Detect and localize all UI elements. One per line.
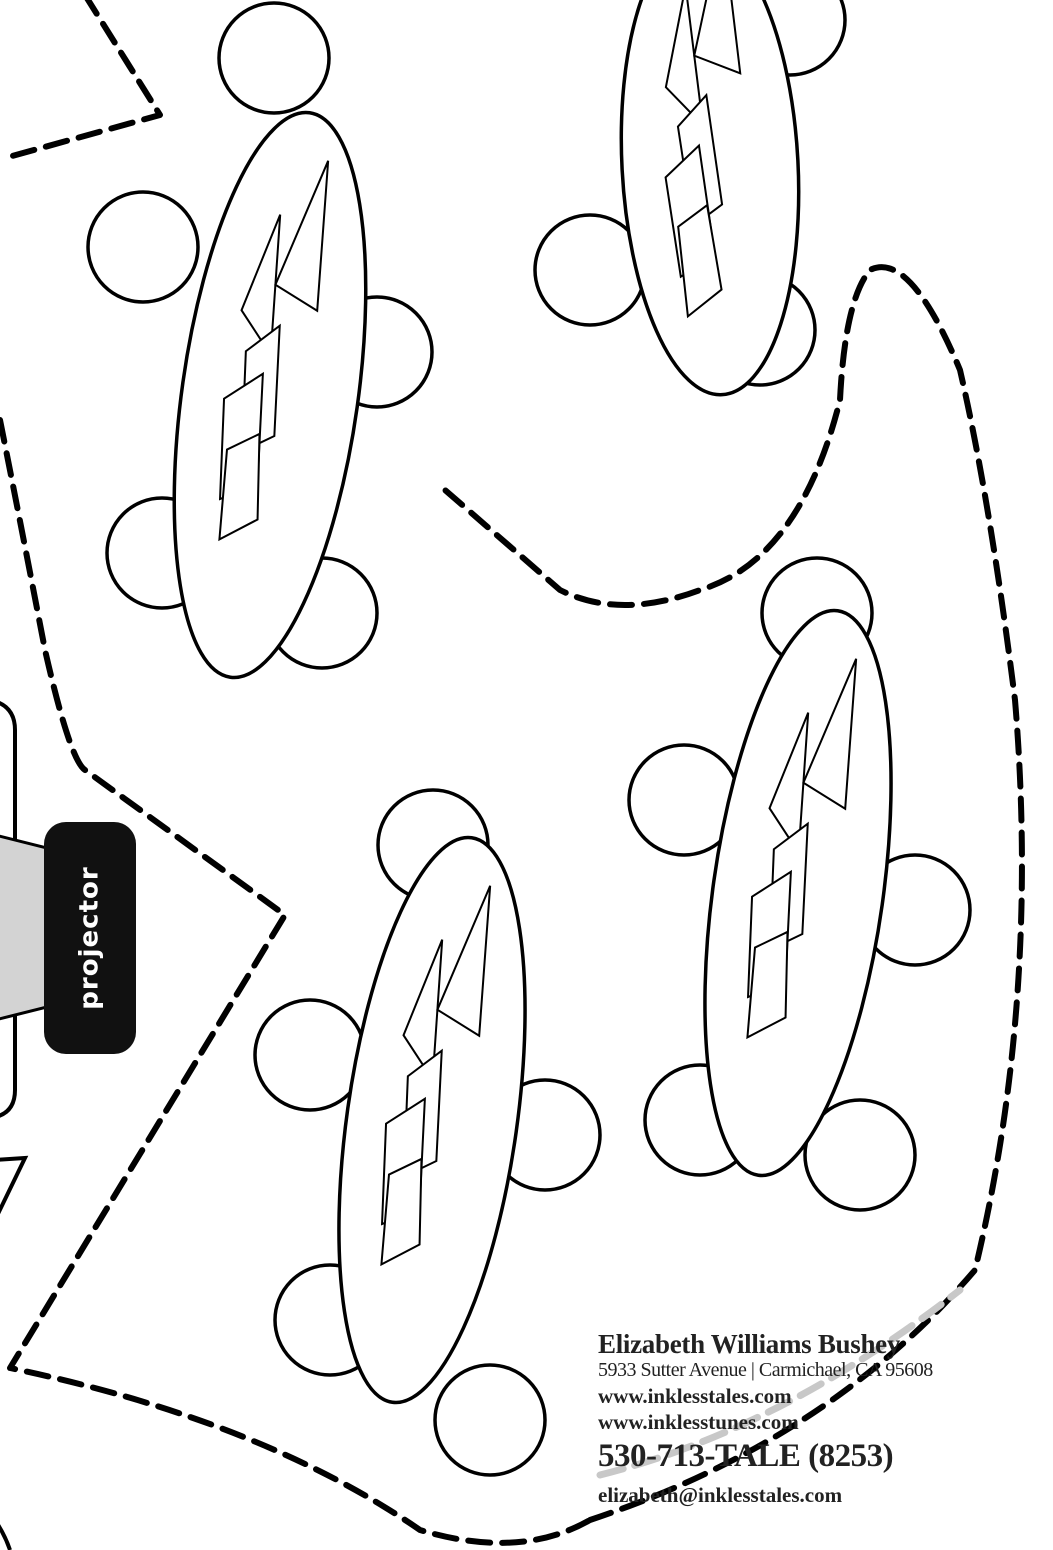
papers-stack [380, 885, 492, 1267]
chair [217, 1, 331, 115]
table-group-table-bottom-center [253, 788, 602, 1477]
watermark-dash [596, 1286, 964, 1479]
contact-phone: 530-713-TALE (8253) [598, 1438, 894, 1475]
zone-boundary-left [0, 417, 593, 1546]
papers-stack [664, 0, 742, 319]
table-group-table-top-left [86, 1, 434, 680]
paper-sheet [380, 1157, 423, 1267]
zone-boundary-top-left [2, 0, 163, 161]
contact-address: 5933 Sutter Avenue | Carmichael, CA 9560… [598, 1359, 933, 1382]
chair [803, 1098, 917, 1212]
papers-stack [746, 658, 858, 1040]
contact-name: Elizabeth Williams Bushey [598, 1329, 901, 1359]
contact-website-2[interactable]: www.inklesstunes.com [598, 1410, 799, 1435]
paper-sheet [693, 0, 742, 75]
contact-website-1[interactable]: www.inklesstales.com [598, 1384, 792, 1409]
paper-sheet [802, 658, 858, 811]
paper-sheet [677, 203, 723, 319]
contact-email[interactable]: elizabeth@inklesstales.com [598, 1483, 843, 1508]
papers-stack [218, 160, 330, 542]
table-group-table-middle-right [627, 556, 972, 1212]
chair [86, 190, 200, 304]
projector-label: projector [75, 866, 105, 1009]
projector-badge: projector [44, 822, 136, 1054]
chair [433, 1363, 547, 1477]
paper-sheet [218, 432, 261, 542]
paper-sheet [746, 930, 789, 1040]
contact-block: Elizabeth Williams Bushey 5933 Sutter Av… [598, 1330, 1050, 1506]
zone-boundary-right [442, 264, 1025, 1523]
table-group-table-top-right [533, 0, 847, 397]
paper-sheet [436, 885, 492, 1038]
tables-group [86, 0, 972, 1477]
paper-sheet [274, 160, 330, 313]
